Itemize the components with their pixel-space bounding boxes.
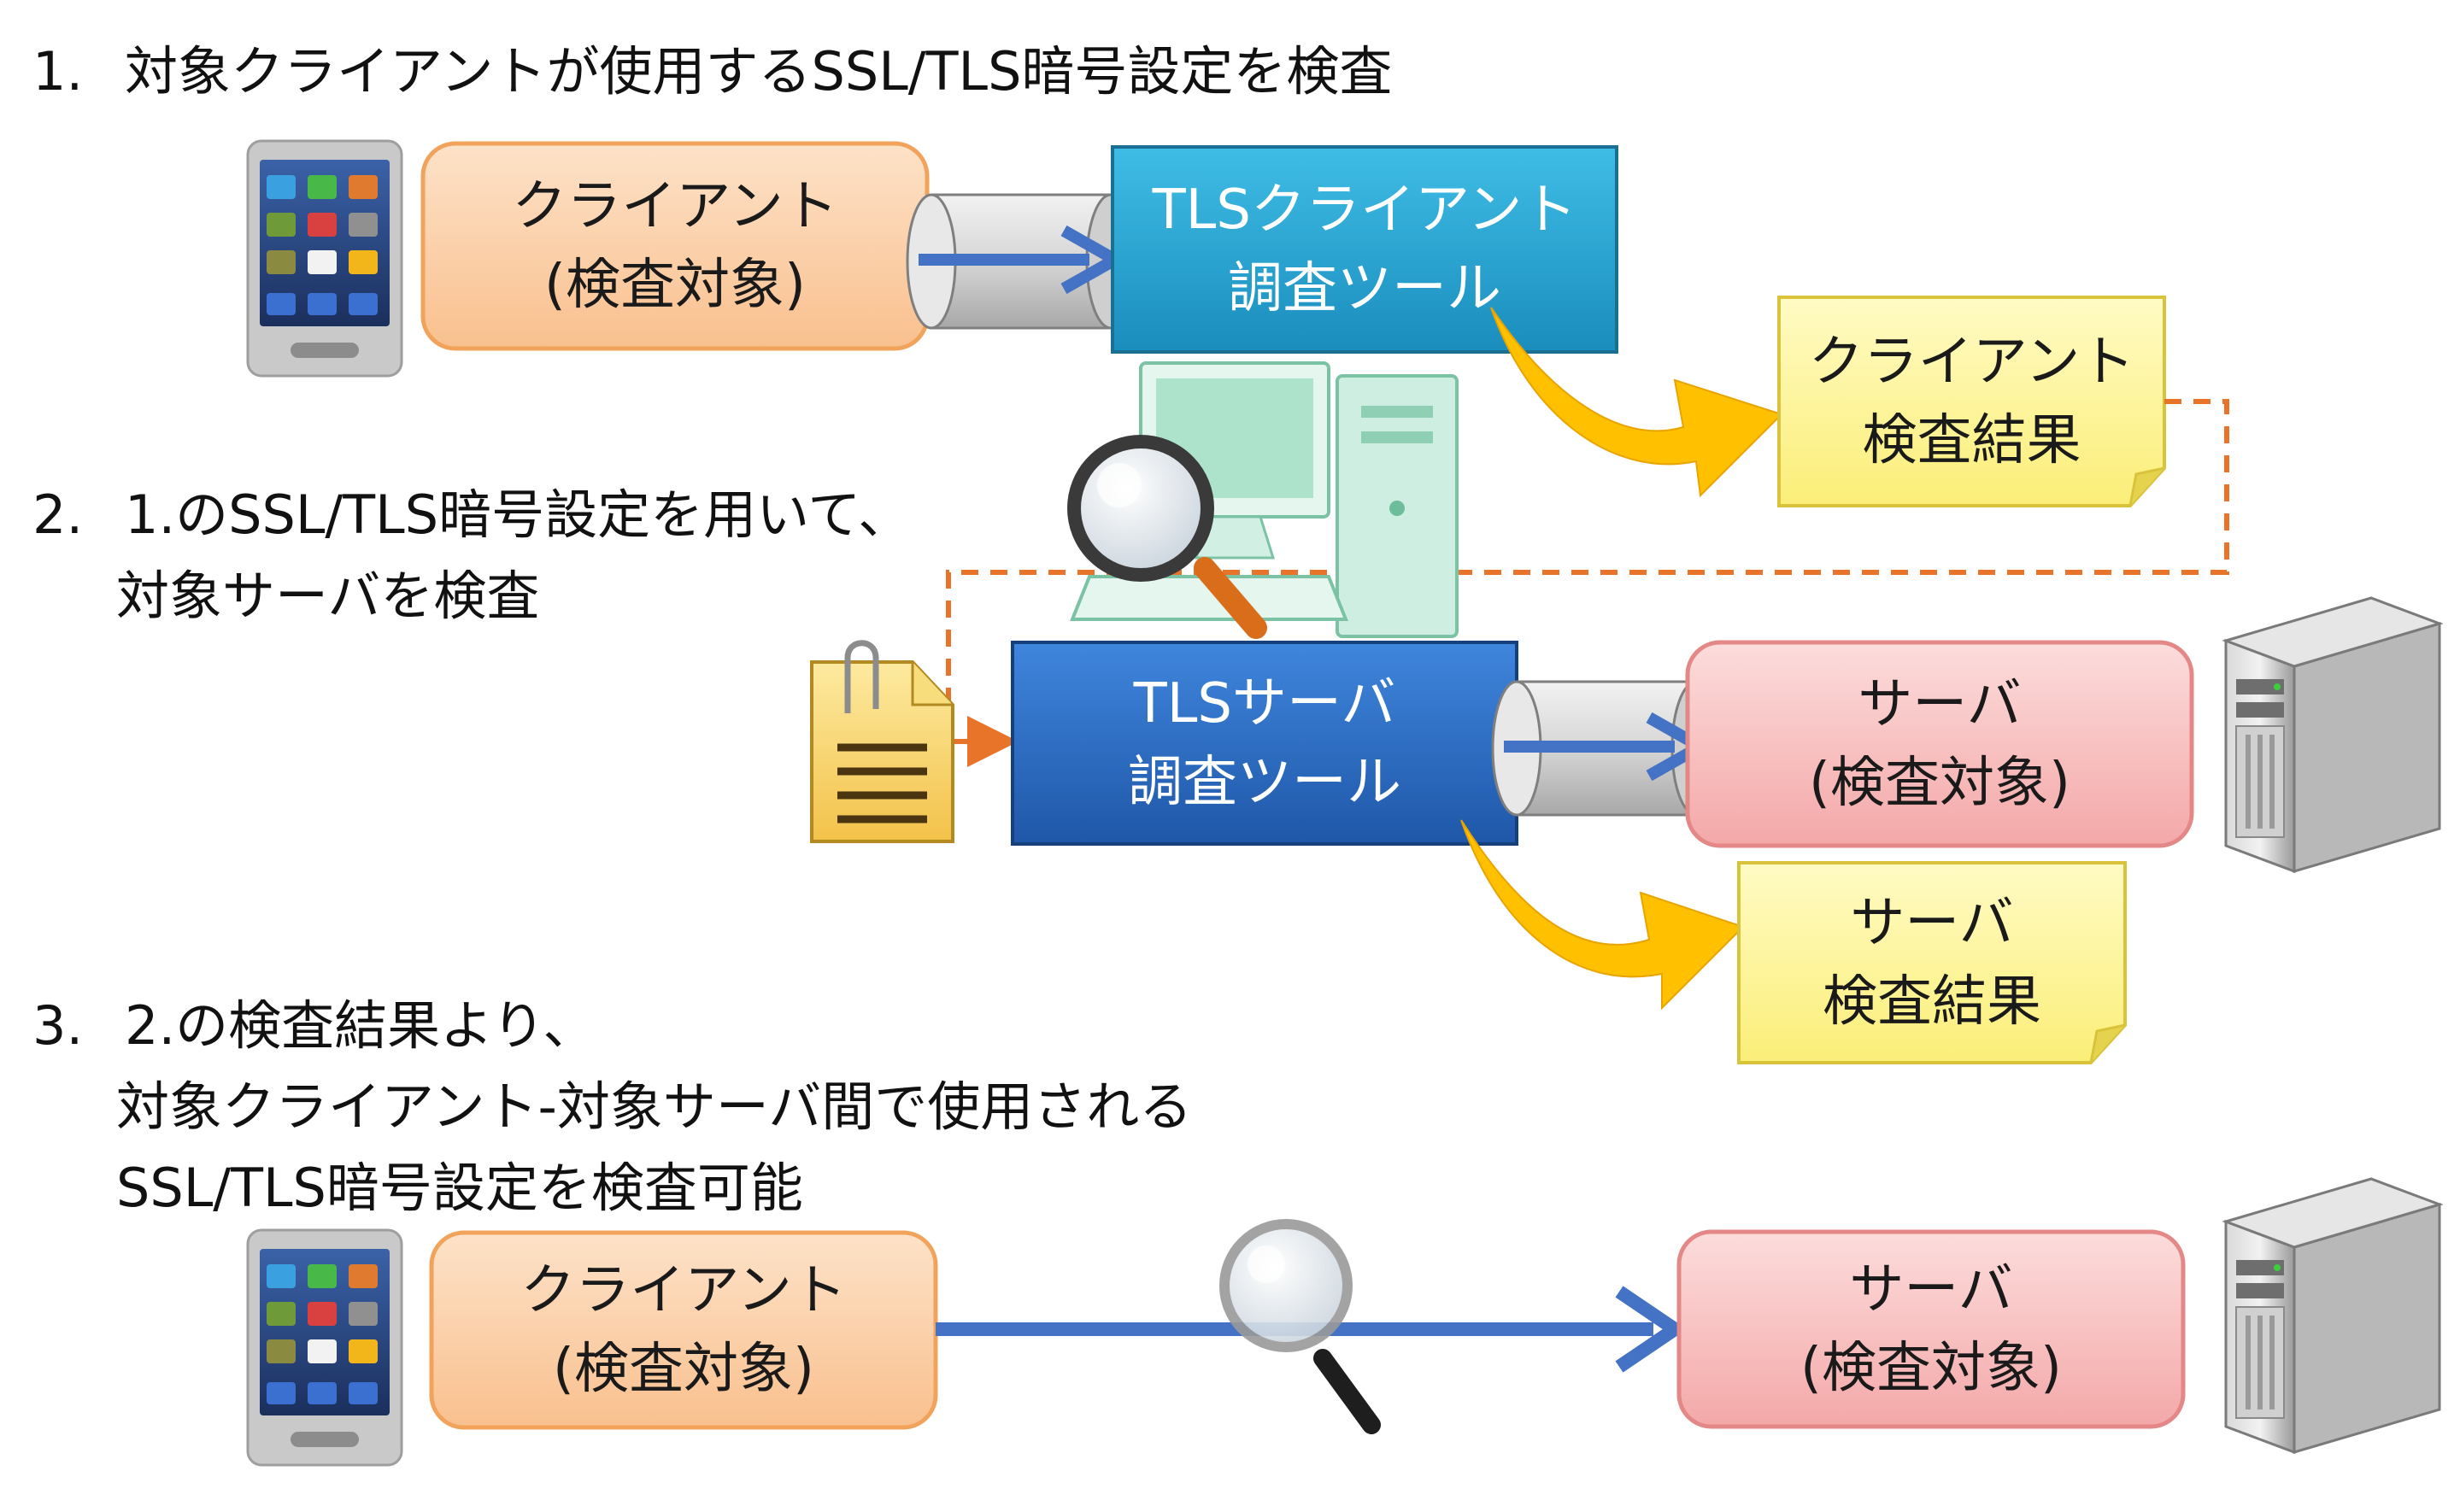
tls-client-tool-box (1111, 145, 1618, 354)
callout-arrow-1 (1490, 307, 1783, 498)
client-box-1-label: クライアント (検査対象) (423, 144, 927, 349)
step-1-line-1: 対象クライアントが使用するSSL/TLS暗号設定を検査 (125, 40, 1393, 103)
dashed-connector (946, 399, 2229, 767)
step-2-number: 2. (32, 483, 84, 546)
document-clip-icon (810, 640, 954, 843)
tls-server-tool-box (1011, 641, 1518, 846)
server-box-3 (1676, 1229, 2186, 1429)
client-box-3-line-1: クライアント (520, 1259, 847, 1322)
tls-server-tool-label: TLSサーバ 調査ツール (1013, 642, 1517, 844)
tls-client-tool-line-1: TLSクライアント (1152, 179, 1577, 242)
tls-server-tool-line-2: 調査ツール (1128, 751, 1401, 814)
client-box-3-line-2: (検査対象) (553, 1338, 814, 1401)
server-tower-icon (2222, 596, 2444, 874)
client-result-label: クライアント 検査結果 (1779, 297, 2164, 506)
step-2-line-1: 1.のSSL/TLS暗号設定を用いて、 (125, 483, 912, 546)
server-box-3-line-2: (検査対象) (1800, 1337, 2062, 1400)
step-1-number: 1. (32, 40, 84, 103)
magnifier-icon (1067, 435, 1267, 639)
client-box-3-label: クライアント (検査対象) (432, 1233, 936, 1427)
server-result-line-1: サーバ (1850, 892, 2014, 955)
client-result-line-2: 検査結果 (1862, 409, 2081, 472)
step-3-line-2: 対象クライアント-対象サーバ間で使用される (116, 1075, 1193, 1138)
client-box-1-line-1: クライアント (512, 175, 838, 238)
server-box-2-line-1: サーバ (1858, 673, 2022, 736)
server-box-3-line-1: サーバ (1849, 1258, 2013, 1322)
server-result-line-2: 検査結果 (1823, 970, 2041, 1034)
tls-server-tool-line-1: TLSサーバ (1133, 672, 1396, 735)
smartphone-icon (246, 139, 403, 378)
server-box-2-line-2: (検査対象) (1809, 752, 2070, 815)
tls-client-tool-line-2: 調査ツール (1228, 257, 1501, 320)
server-result-label: サーバ 検査結果 (1739, 863, 2125, 1063)
server-box-2-label: サーバ (検査対象) (1688, 642, 2192, 846)
server-tower-icon (2222, 1177, 2444, 1455)
server-box-3-label: サーバ (検査対象) (1679, 1232, 2183, 1427)
step-3-line-3: SSL/TLS暗号設定を検査可能 (116, 1157, 803, 1219)
server-result-note (1737, 861, 2127, 1064)
server-box-2 (1685, 640, 2194, 848)
magnifier-icon (1219, 1219, 1381, 1434)
client-box-1-line-2: (検査対象) (544, 254, 806, 317)
smartphone-icon (246, 1228, 403, 1467)
step-2-line-2: 対象サーバを検査 (116, 565, 540, 627)
step-3-line-1: 2.の検査結果より、 (125, 994, 596, 1057)
client-result-line-1: クライアント (1808, 331, 2135, 394)
callout-arrow-2 (1460, 819, 1745, 1011)
client-result-note (1777, 296, 2166, 507)
tls-client-tool-label: TLSクライアント 調査ツール (1113, 147, 1617, 352)
step-3-number: 3. (32, 994, 84, 1057)
